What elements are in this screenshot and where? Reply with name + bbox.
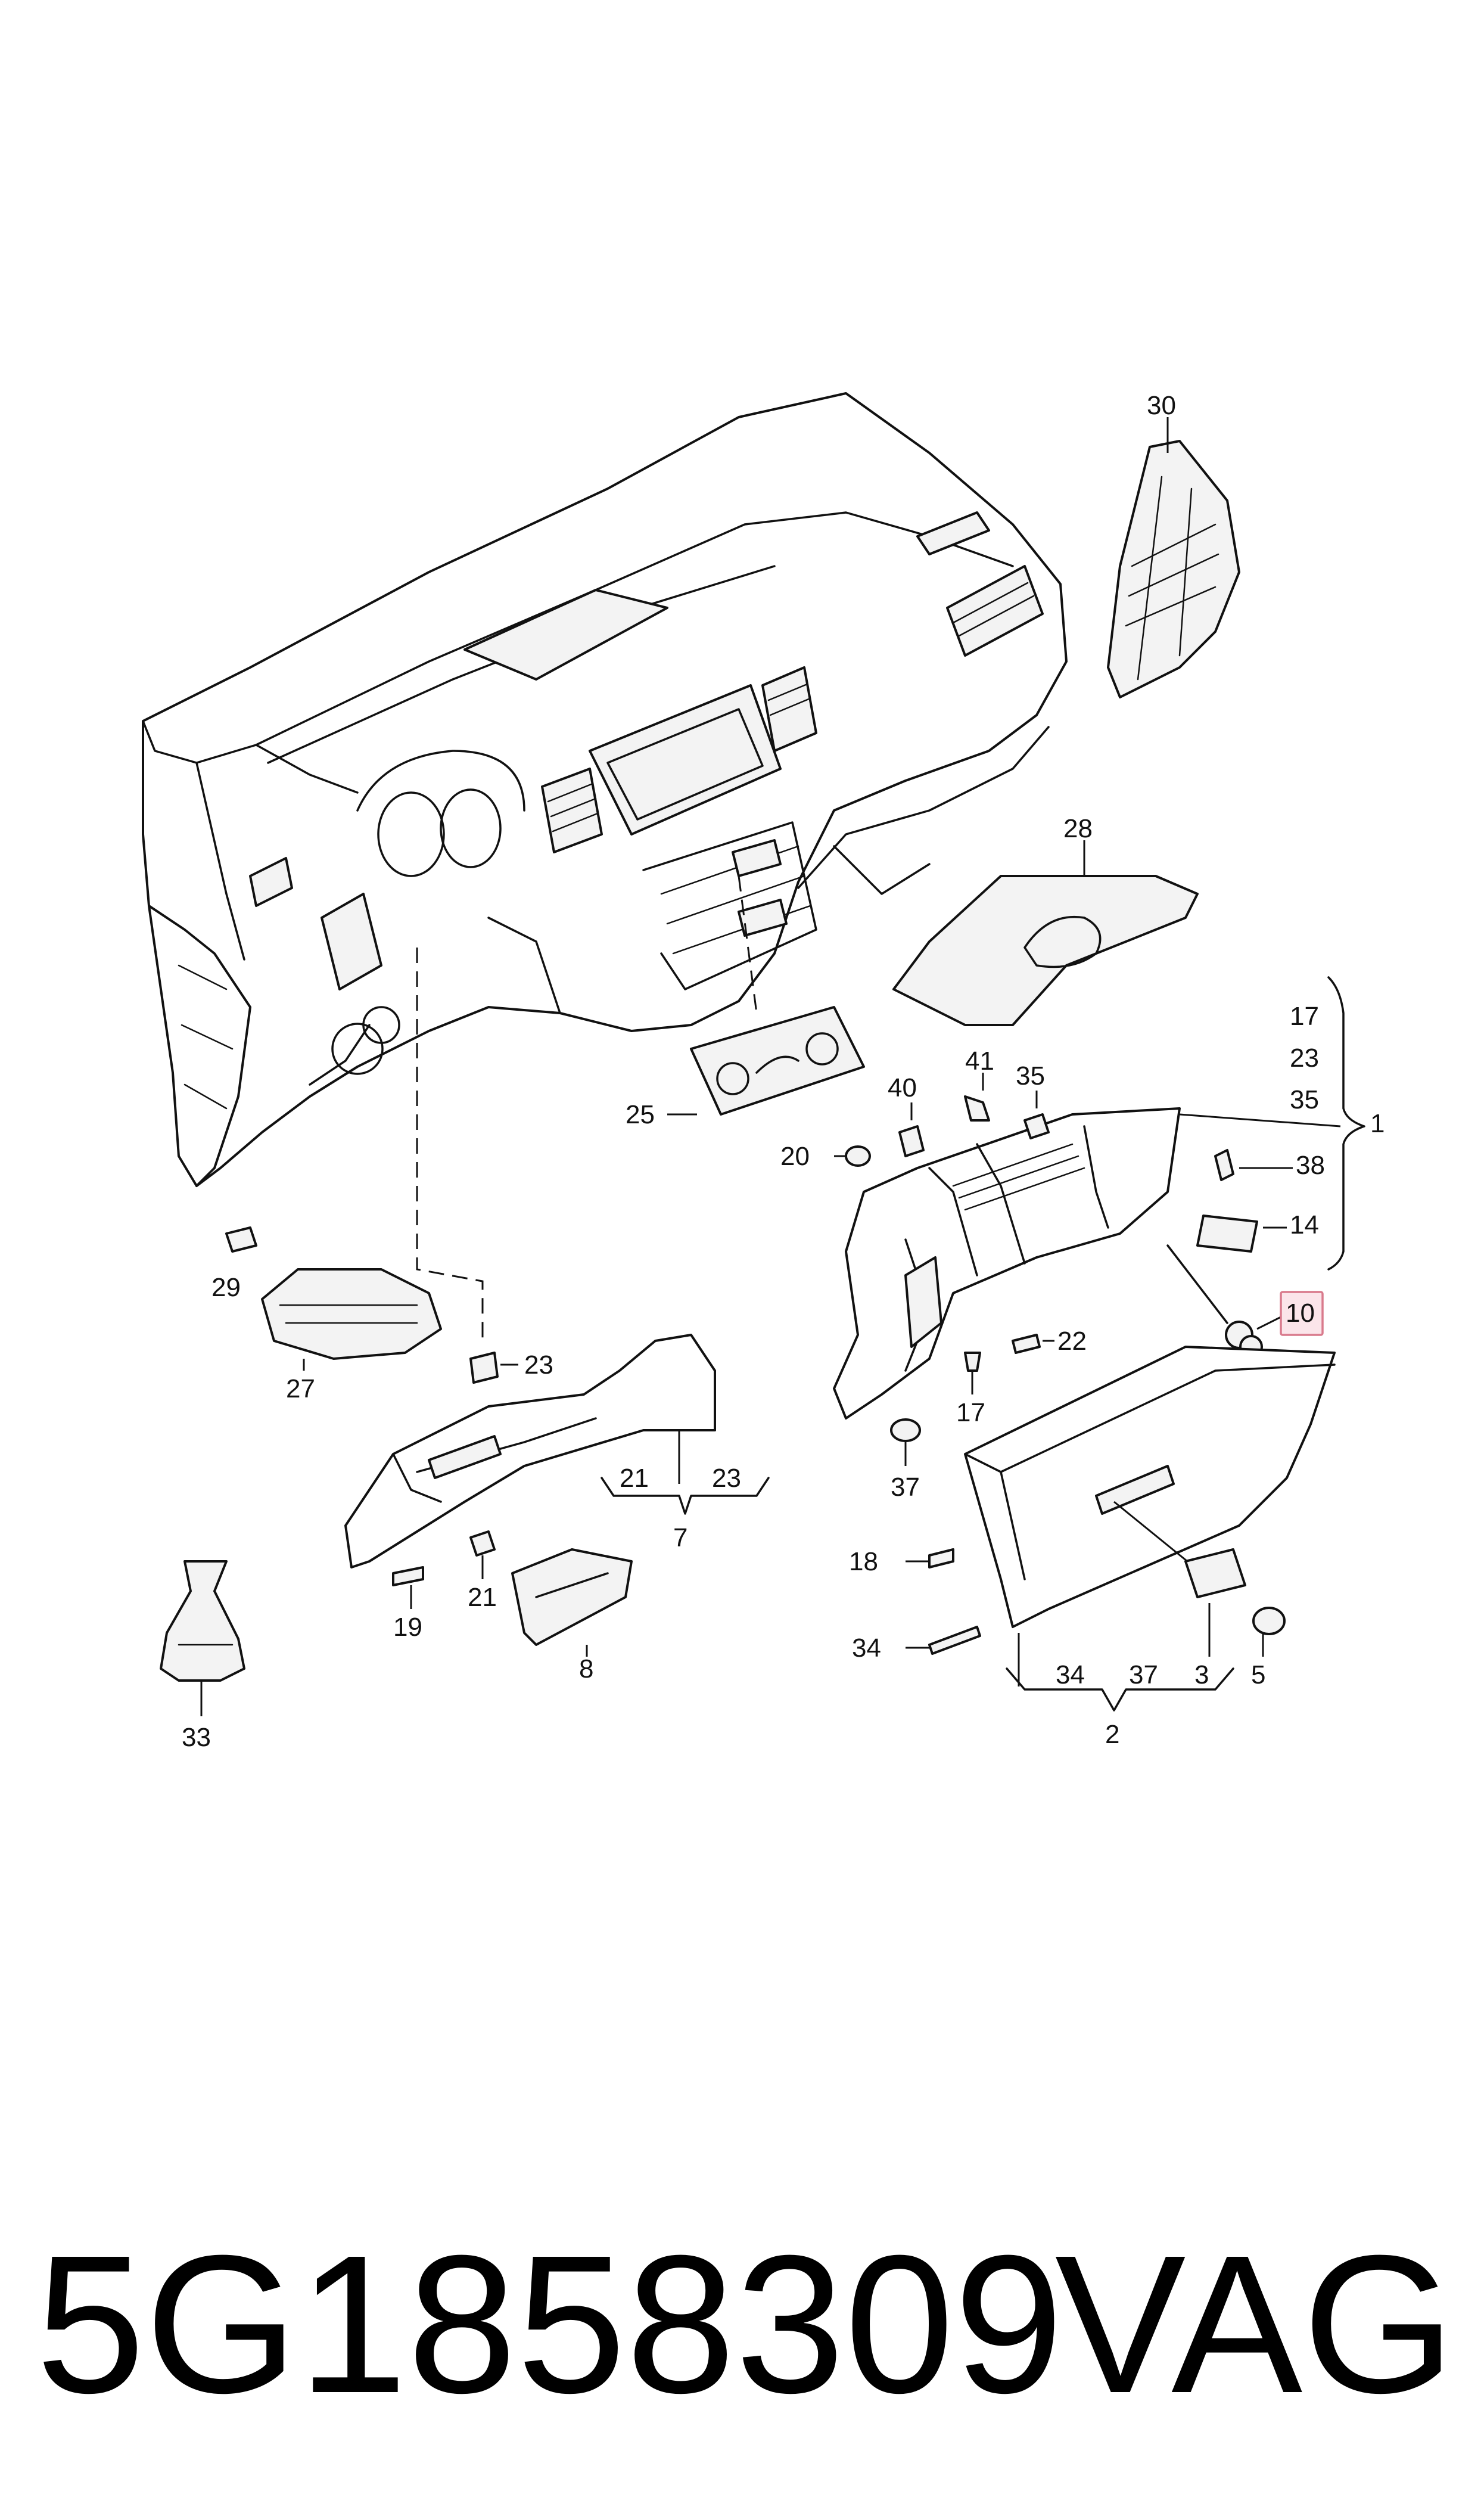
- callout-14: 14: [1290, 1210, 1319, 1240]
- part-27-bracket: [261, 1268, 442, 1371]
- part-10-damper: [1166, 1244, 1324, 1359]
- callout-40: 40: [888, 1073, 917, 1102]
- part-19-screw: [392, 1566, 424, 1609]
- callout-7: 7: [673, 1523, 687, 1552]
- part-1-glovebox-housing: [833, 1107, 1181, 1420]
- callout-28: 28: [1063, 814, 1093, 843]
- callout-labels: 30 28 17 23 35 1 38 14 10 40 41 35 20 25…: [182, 391, 1385, 1752]
- dashboard-assembly: [142, 392, 1068, 1187]
- hardware-fasteners: [834, 1073, 1054, 1466]
- callout-38: 38: [1296, 1151, 1325, 1180]
- part-2-glovebox-lid: [964, 1346, 1336, 1628]
- callout-1: 1: [1370, 1109, 1385, 1138]
- diagram-canvas: 30 28 17 23 35 1 38 14 10 40 41 35 20 25…: [142, 391, 1385, 1752]
- callout-19: 19: [393, 1613, 422, 1642]
- part-8-storage: [511, 1548, 633, 1657]
- callout-2: 2: [1105, 1720, 1119, 1749]
- callout-25: 25: [626, 1100, 655, 1129]
- callout-17: 17: [956, 1398, 985, 1427]
- callout-37: 37: [891, 1473, 920, 1502]
- part-18-screw: [906, 1548, 954, 1568]
- callout-41: 41: [965, 1046, 994, 1076]
- callout-22: 22: [1057, 1327, 1087, 1356]
- bracket-part-2: [1006, 1667, 1234, 1712]
- callout-17: 17: [1290, 1002, 1319, 1031]
- part-29-clip: [225, 1226, 257, 1253]
- part-28-cover-panel: [892, 840, 1199, 1026]
- part-5-cap: [1252, 1607, 1286, 1657]
- callout-23: 23: [1290, 1043, 1319, 1073]
- assembly-guide-line: [416, 948, 484, 1341]
- callout-23: 23: [524, 1350, 553, 1380]
- part-14-latch: [1196, 1215, 1287, 1253]
- callout-21: 21: [468, 1583, 497, 1612]
- part-10-highlight-box: [1280, 1291, 1324, 1336]
- part-21-clip: [469, 1530, 496, 1579]
- callout-30: 30: [1147, 391, 1176, 420]
- part-33-boot: [160, 1560, 245, 1716]
- bracket-part-1: [1327, 976, 1365, 1271]
- callout-34: 34: [852, 1633, 881, 1663]
- callout-21: 21: [620, 1464, 649, 1493]
- callout-23: 23: [712, 1464, 741, 1493]
- part-7-lower-trim: [344, 1334, 770, 1568]
- callout-35: 35: [1290, 1085, 1319, 1114]
- part-number-footer: 5G1858309 VAG: [0, 2205, 1484, 2455]
- part-34-pin: [906, 1626, 981, 1655]
- callout-27: 27: [286, 1374, 315, 1403]
- callout-35: 35: [1016, 1061, 1045, 1091]
- callout-33: 33: [182, 1723, 211, 1752]
- brand-name: VAG: [1054, 2214, 1455, 2434]
- part-38-clip: [1214, 1149, 1293, 1181]
- callout-29: 29: [211, 1273, 241, 1302]
- part-number: 5G1858309: [36, 2214, 1063, 2434]
- callout-37: 37: [1129, 1660, 1158, 1689]
- callout-8: 8: [579, 1654, 593, 1684]
- part-3-lock: [1184, 1548, 1246, 1657]
- callout-5: 5: [1251, 1660, 1265, 1689]
- callout-10-highlighted: 10: [1286, 1299, 1315, 1328]
- callout-3: 3: [1194, 1660, 1209, 1689]
- callout-34: 34: [1056, 1660, 1085, 1689]
- part-25-climate-control: [667, 1006, 865, 1116]
- part-23-clip: [469, 1352, 518, 1384]
- part-30-side-cover: [1107, 417, 1240, 698]
- callout-18: 18: [849, 1547, 878, 1576]
- callout-20: 20: [780, 1142, 810, 1171]
